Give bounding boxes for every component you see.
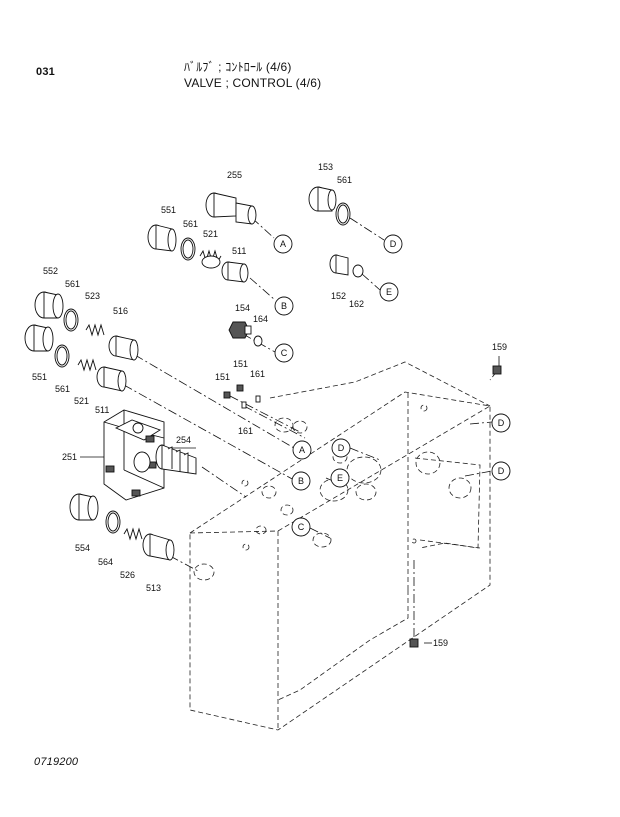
- label-516: 516: [113, 306, 128, 316]
- part-154: [228, 321, 252, 339]
- svg-text:C: C: [298, 522, 305, 532]
- label-255: 255: [227, 170, 242, 180]
- label-159-top: 159: [492, 342, 507, 352]
- callout-B-top: B: [274, 296, 294, 316]
- label-152: 152: [331, 291, 346, 301]
- label-511: 511: [232, 246, 246, 256]
- label-521-b: 521: [74, 396, 89, 406]
- label-523: 523: [85, 291, 100, 301]
- part-159-plug-bottom: [409, 638, 419, 648]
- title-english: VALVE ; CONTROL (4/6): [184, 76, 322, 90]
- label-564: 564: [98, 557, 113, 567]
- part-551-2: [24, 324, 54, 352]
- callout-D-right-bottom: D: [491, 461, 511, 481]
- label-159-bottom: 159: [433, 638, 448, 648]
- part-153: [308, 186, 337, 212]
- part-561-oring-3: [54, 344, 70, 368]
- label-551: 551: [161, 205, 176, 215]
- callout-B-body: B: [291, 471, 311, 491]
- part-511-2: [96, 366, 127, 392]
- callout-C-body: C: [291, 517, 311, 537]
- part-552: [34, 291, 64, 319]
- part-516: [108, 335, 139, 361]
- svg-text:B: B: [298, 476, 304, 486]
- label-551-b: 551: [32, 372, 47, 382]
- callout-D-top: D: [383, 234, 403, 254]
- part-161-pins: [241, 395, 261, 409]
- label-154: 154: [235, 303, 250, 313]
- label-151-b: 151: [233, 359, 248, 369]
- part-511: [221, 261, 249, 283]
- svg-text:D: D: [498, 466, 505, 476]
- callout-D-body: D: [331, 438, 351, 458]
- callout-A-body: A: [292, 440, 312, 460]
- drawing-code: 0719200: [34, 756, 79, 768]
- label-513: 513: [146, 583, 161, 593]
- label-153: 153: [318, 162, 333, 172]
- callout-A-top: A: [273, 234, 293, 254]
- label-561: 561: [183, 219, 198, 229]
- part-513: [142, 533, 175, 561]
- svg-text:A: A: [299, 445, 305, 455]
- label-511-b: 511: [95, 405, 109, 415]
- label-552: 552: [43, 266, 58, 276]
- label-161-a: 161: [250, 369, 265, 379]
- svg-text:B: B: [281, 301, 287, 311]
- label-561-b: 561: [65, 279, 80, 289]
- label-151-a: 151: [215, 372, 230, 382]
- part-561-oring: [180, 237, 196, 261]
- part-152: [329, 254, 349, 276]
- page-number: 031: [36, 66, 55, 78]
- part-151-bolts: [223, 384, 244, 399]
- part-551: [147, 224, 177, 252]
- part-521-spring-2: [77, 358, 97, 372]
- label-254: 254: [176, 435, 191, 445]
- callout-D-right-top: D: [491, 413, 511, 433]
- valve-housing: [189, 361, 491, 731]
- part-564-oring: [105, 510, 121, 534]
- part-561-oring-top: [335, 202, 351, 226]
- part-number-labels: 255 153 561 551 561 521 511 152 162 552 …: [32, 162, 507, 648]
- part-255: [205, 192, 257, 225]
- part-521-spring: [199, 249, 222, 269]
- label-162: 162: [349, 299, 364, 309]
- callout-E-body: E: [330, 468, 350, 488]
- label-161-b: 161: [238, 426, 253, 436]
- part-561-oring-2: [63, 308, 79, 332]
- label-561-c: 561: [55, 384, 70, 394]
- part-523-spring: [85, 323, 105, 337]
- callout-C-top: C: [274, 343, 294, 363]
- part-254: [155, 444, 197, 475]
- part-526-spring: [123, 527, 143, 541]
- label-164: 164: [253, 314, 268, 324]
- part-164-oring: [253, 335, 263, 347]
- svg-text:E: E: [337, 473, 343, 483]
- part-162-oring: [352, 264, 364, 278]
- svg-text:A: A: [280, 239, 286, 249]
- svg-text:D: D: [338, 443, 345, 453]
- part-251-block: [103, 409, 165, 501]
- part-159-plug-top: [492, 365, 502, 375]
- svg-text:D: D: [498, 418, 505, 428]
- svg-text:D: D: [390, 239, 397, 249]
- callout-E-top: E: [379, 282, 399, 302]
- title-japanese: ﾊﾞﾙﾌﾞ ; ｺﾝﾄﾛｰﾙ (4/6): [184, 60, 292, 74]
- svg-text:C: C: [281, 348, 288, 358]
- label-251: 251: [62, 452, 77, 462]
- part-554: [69, 493, 99, 521]
- label-554: 554: [75, 543, 90, 553]
- label-521: 521: [203, 229, 218, 239]
- label-561-top: 561: [337, 175, 352, 185]
- label-526: 526: [120, 570, 135, 580]
- svg-text:E: E: [386, 287, 392, 297]
